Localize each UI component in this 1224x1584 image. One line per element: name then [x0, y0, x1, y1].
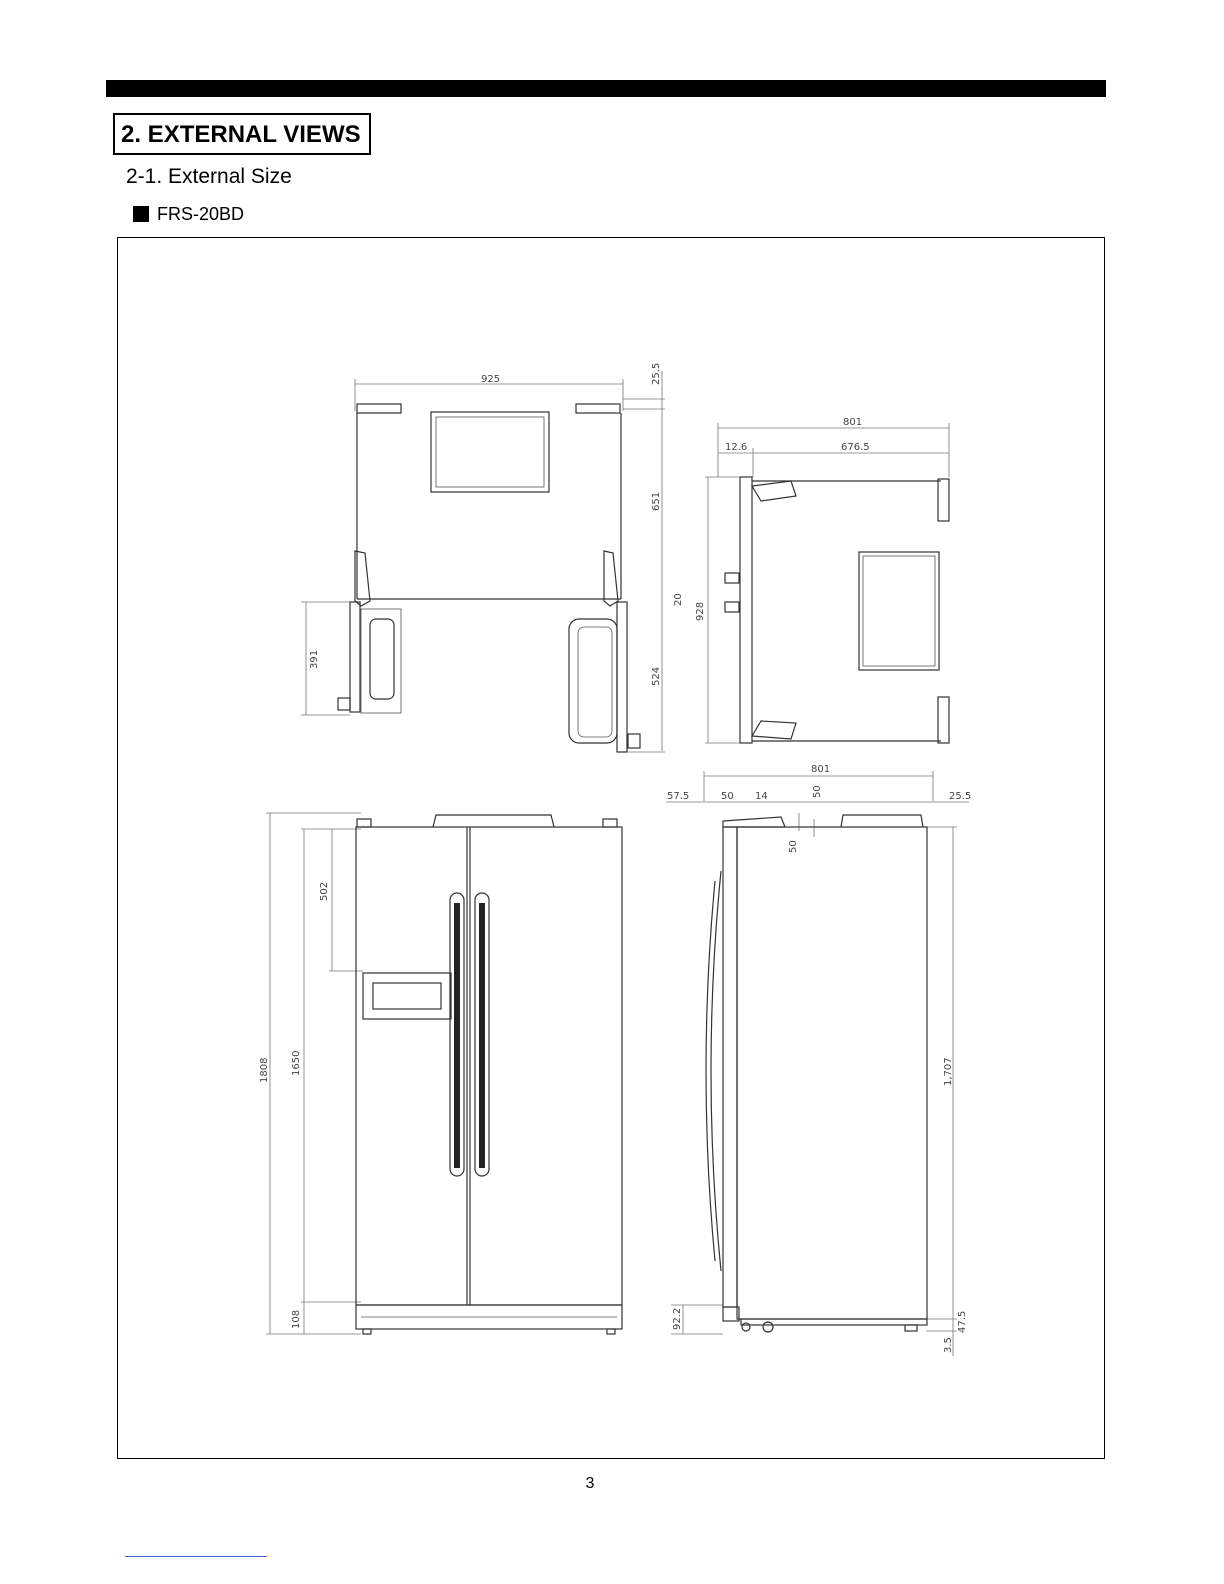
dim-hinge-gap: 20 [673, 593, 684, 606]
dim-side-foot2: 3.5 [943, 1337, 954, 1353]
dim-top-offset: 25.5 [651, 363, 662, 385]
dim-side-foot: 47.5 [957, 1311, 968, 1333]
side-top-view-drawing: 801 12.6 676.5 928 [695, 417, 949, 743]
dim-side-d3: 14 [755, 791, 768, 802]
top-view-drawing: 925 25.5 651 20 524 391 [301, 363, 684, 752]
dim-side-height: 1,707 [943, 1057, 954, 1086]
dim-side-d1: 57.5 [667, 791, 689, 802]
dim-side-top-height: 928 [695, 602, 706, 621]
dim-top-depth: 651 [651, 492, 662, 511]
side-view-drawing: 801 57.5 50 14 50 25.5 50 1,707 47.5 3.5… [666, 764, 971, 1356]
square-bullet-icon [133, 206, 149, 222]
subsection-title: 2-1. External Size [126, 165, 292, 189]
dim-side-top-offset: 12.6 [725, 442, 747, 453]
top-rule-bar [106, 80, 1106, 97]
dim-top-width: 925 [481, 374, 500, 385]
dim-front-total-height: 1808 [259, 1058, 270, 1083]
footer-link-underline[interactable] [125, 1556, 267, 1557]
section-title: 2. EXTERNAL VIEWS [121, 121, 361, 149]
dim-side-d4: 50 [812, 785, 823, 798]
section-title-box: 2. EXTERNAL VIEWS [113, 113, 371, 155]
dim-side-d2: 50 [721, 791, 734, 802]
dim-front-dispenser-top: 502 [319, 882, 330, 901]
dim-front-body-height: 1650 [291, 1051, 302, 1076]
front-view-drawing: 1808 1650 502 108 [259, 813, 622, 1334]
dim-side-top-total: 801 [843, 417, 862, 428]
dim-front-base: 108 [291, 1310, 302, 1329]
technical-drawing: 925 25.5 651 20 524 391 [118, 238, 1103, 1457]
dim-side-total: 801 [811, 764, 830, 775]
dim-side-d5: 25.5 [949, 791, 971, 802]
page-number: 3 [0, 1475, 1180, 1493]
drawing-frame: 925 25.5 651 20 524 391 [117, 237, 1105, 1459]
dim-door-swing: 524 [651, 667, 662, 686]
model-label: FRS-20BD [157, 204, 244, 225]
dim-side-base: 92.2 [672, 1308, 683, 1330]
dim-door-depth-left: 391 [309, 650, 320, 669]
dim-side-top-inner: 676.5 [841, 442, 870, 453]
dim-side-d6: 50 [788, 840, 799, 853]
